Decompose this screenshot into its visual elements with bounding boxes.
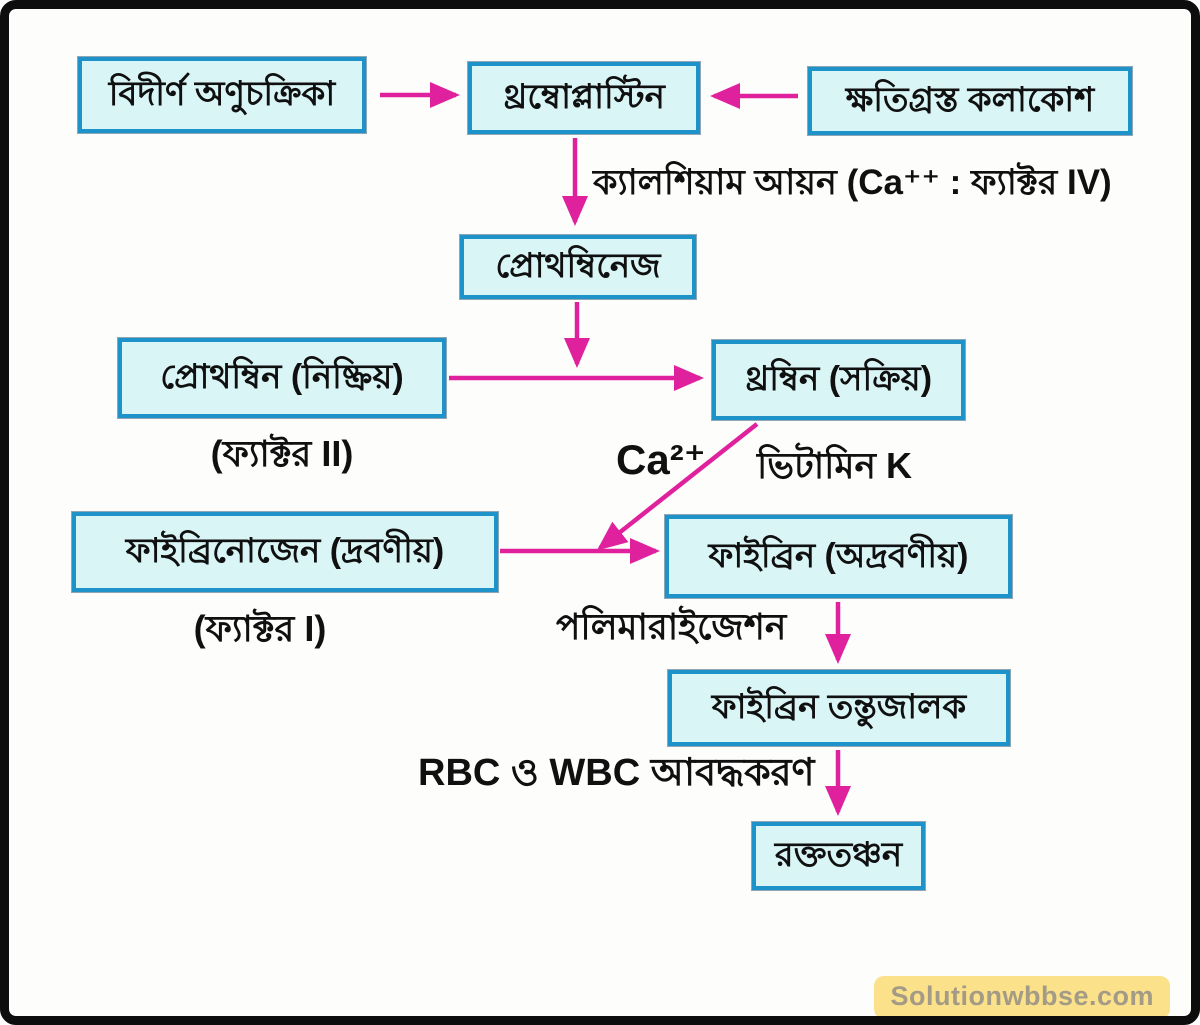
label-polymerization: পলিমারাইজেশন (556, 606, 787, 647)
node-fibrin-network: ফাইব্রিন তন্তুজালক (668, 670, 1010, 746)
label-factor-i: (ফ্যাক্টর I) (193, 608, 327, 649)
node-blood-clot: রক্ততঞ্চন (752, 822, 925, 890)
watermark-badge: Solutionwbbse.com (874, 976, 1170, 1019)
arrow-thrombin-diagonal (596, 422, 759, 551)
node-thromboplastin: থ্রম্বোপ্লাস্টিন (468, 62, 700, 134)
node-fibrinogen-soluble: ফাইব্রিনোজেন (দ্রবণীয়) (72, 512, 498, 592)
label-ca-2plus: Ca²⁺ (616, 436, 706, 483)
node-prothrombin-inactive: প্রোথম্বিন (নিষ্ক্রিয়) (118, 338, 446, 418)
node-thrombin-active: থ্রম্বিন (সক্রিয়) (712, 340, 965, 420)
label-factor-ii: (ফ্যাক্টর II) (210, 433, 354, 474)
node-fibrin-insoluble: ফাইব্রিন (অদ্রবণীয়) (665, 515, 1012, 598)
label-calcium-ion-factor-iv: ক্যালশিয়াম আয়ন (Ca⁺⁺ : ফ্যাক্টর IV) (593, 163, 1112, 202)
label-rbc-wbc-binding: RBC ও WBC আবদ্ধকরণ (418, 752, 815, 794)
node-damaged-tissue-cells: ক্ষতিগ্রস্ত কলাকোশ (808, 67, 1132, 135)
node-ruptured-platelets: বিদীর্ণ অণুচক্রিকা (78, 57, 366, 133)
node-prothrombinase: প্রোথম্বিনেজ (460, 235, 696, 299)
label-vitamin-k: ভিটামিন K (757, 445, 912, 486)
